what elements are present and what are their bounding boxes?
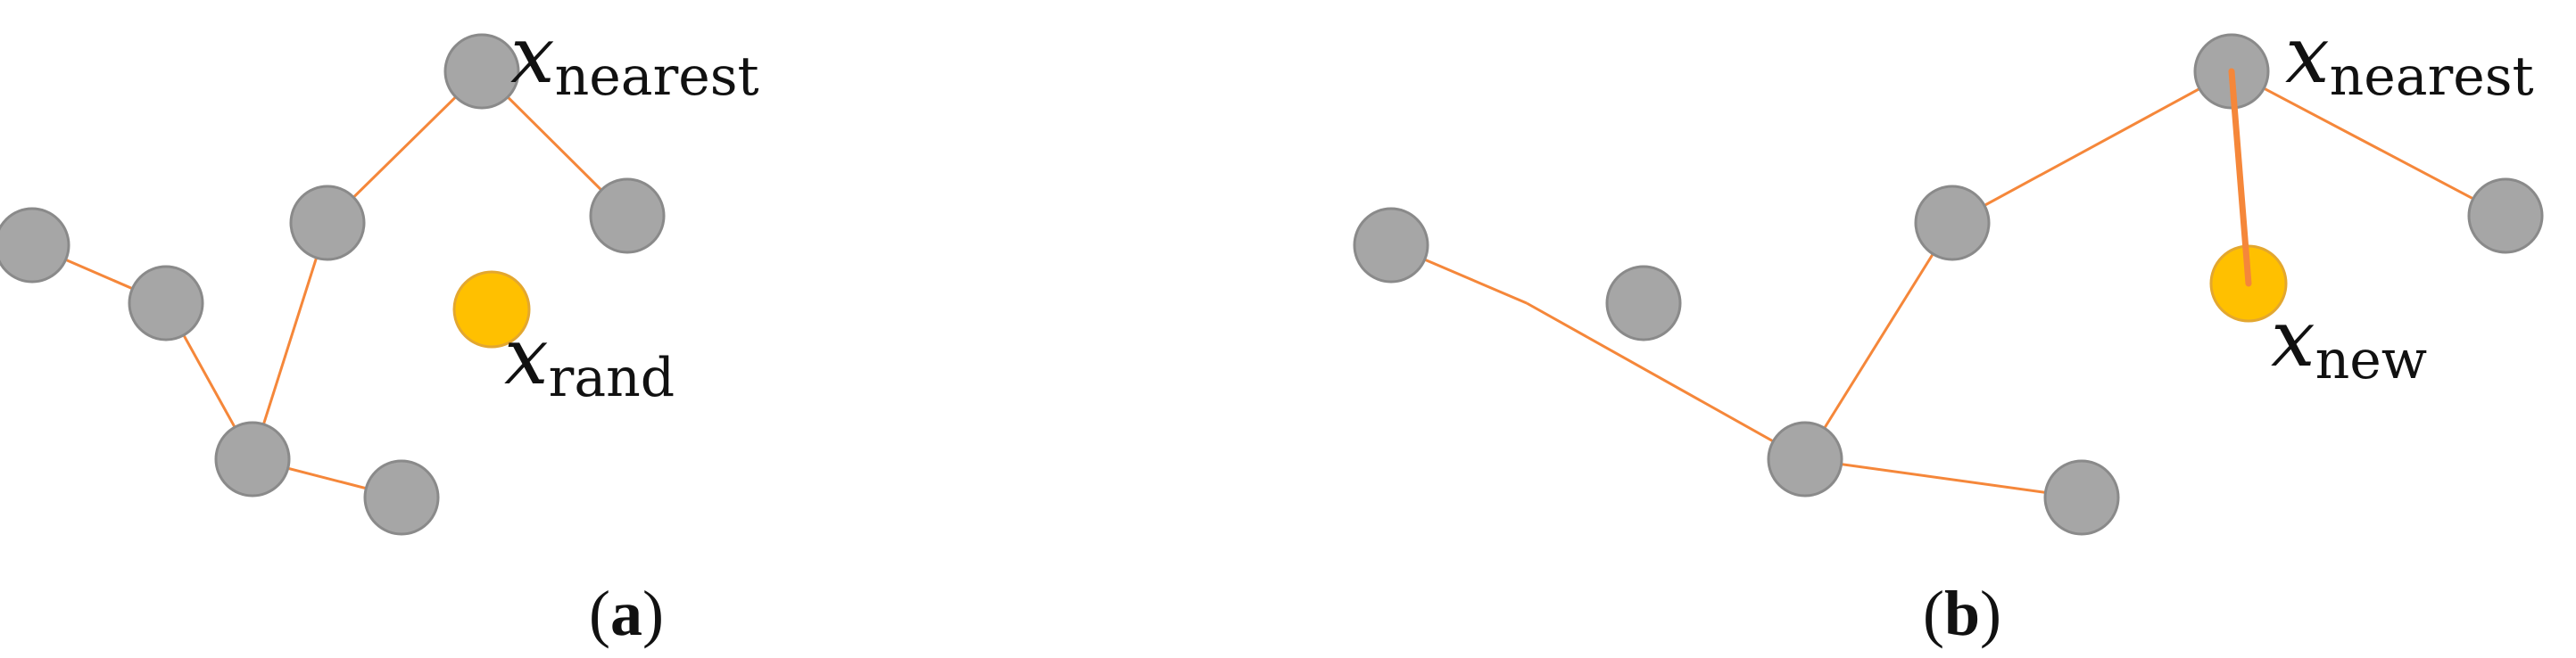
tree-node	[289, 185, 366, 261]
label-x-rand: xrand	[504, 310, 675, 409]
tree-edge	[1526, 301, 1806, 461]
tree-edge	[1804, 457, 2083, 499]
random-sample-node	[452, 270, 531, 349]
panel-a: xnearest xrand (a)	[0, 9, 759, 649]
tree-node	[214, 421, 291, 498]
tree-node	[363, 459, 440, 536]
tree-edge	[2231, 70, 2506, 218]
panel-caption-b: (b)	[1923, 578, 2001, 649]
panel-caption-a: (a)	[589, 578, 664, 649]
tree-node	[128, 265, 204, 341]
panel-b: xnearest xnew (b)	[1353, 9, 2544, 649]
tree-edge	[1803, 222, 1954, 460]
tree-edge	[251, 222, 329, 460]
tree-node	[589, 177, 666, 254]
tree-node	[1767, 421, 1843, 498]
new-edge	[2228, 68, 2252, 287]
label-x-new: xnew	[2271, 292, 2427, 391]
label-x-nearest: xnearest	[510, 9, 759, 108]
label-x-nearest: xnearest	[2285, 9, 2534, 108]
tree-node-nearest	[443, 33, 520, 110]
tree-node	[1353, 207, 1429, 284]
tree-node	[1914, 185, 1991, 261]
tree-node	[1605, 265, 1682, 341]
tree-node	[2467, 177, 2544, 254]
tree-node	[0, 207, 70, 284]
tree-edge	[1951, 70, 2232, 225]
tree-node	[2043, 459, 2120, 536]
